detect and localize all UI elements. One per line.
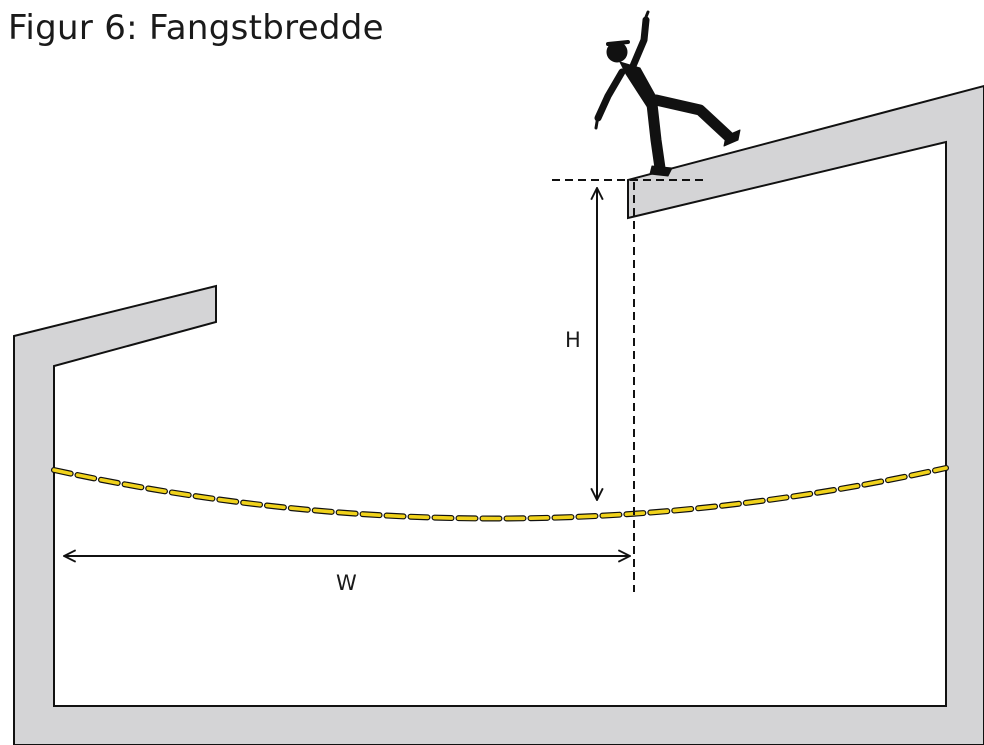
height-label: H xyxy=(565,328,581,352)
figure-title: Figur 6: Fangstbredde xyxy=(8,8,384,48)
falling-person-icon xyxy=(594,10,741,177)
building-structure xyxy=(13,84,984,745)
width-label: W xyxy=(336,571,357,595)
safety-net-fill xyxy=(52,466,948,521)
